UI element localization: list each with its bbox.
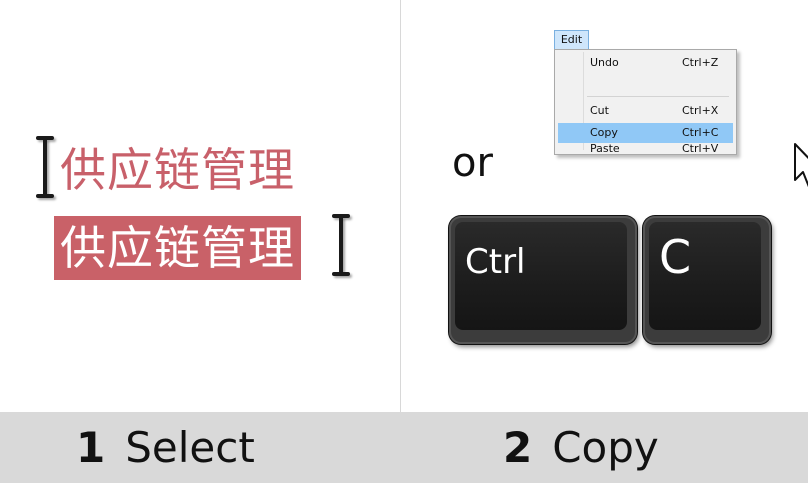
steps-footer: 1 Select 2 Copy — [0, 412, 808, 483]
menu-item-label: Paste — [590, 142, 620, 155]
mouse-pointer-icon — [794, 143, 808, 188]
edit-menu-dropdown: Undo Ctrl+Z Cut Ctrl+X Copy Ctrl+C Paste… — [554, 49, 737, 155]
ctrl-key-label: Ctrl — [465, 242, 526, 282]
panel-divider — [400, 0, 401, 412]
menu-item-label: Undo — [590, 56, 619, 69]
c-key: C — [643, 216, 771, 344]
edit-menu-title[interactable]: Edit — [554, 30, 589, 50]
step-number: 2 — [503, 423, 533, 472]
text-cursor-icon — [332, 214, 350, 276]
menu-item-label: Copy — [590, 126, 618, 139]
menu-item-shortcut: Ctrl+C — [682, 126, 719, 139]
menu-item-undo[interactable]: Undo Ctrl+Z — [558, 53, 733, 73]
menu-item-copy[interactable]: Copy Ctrl+C — [558, 123, 733, 143]
step-copy: 2 Copy — [503, 412, 659, 483]
select-panel: 供应链管理 供应链管理 — [0, 0, 400, 412]
step-select: 1 Select — [76, 412, 255, 483]
menu-separator — [587, 96, 729, 97]
menu-item-paste[interactable]: Paste Ctrl+V — [558, 142, 733, 155]
or-label: or — [452, 140, 493, 186]
menu-item-shortcut: Ctrl+X — [682, 104, 719, 117]
c-key-label: C — [659, 230, 692, 284]
step-label: Copy — [552, 423, 659, 472]
unselected-text[interactable]: 供应链管理 — [60, 143, 295, 197]
menu-item-label: Cut — [590, 104, 609, 117]
menu-gutter — [583, 52, 584, 150]
menu-item-cut[interactable]: Cut Ctrl+X — [558, 101, 733, 121]
menu-item-shortcut: Ctrl+V — [682, 142, 719, 155]
copy-panel: or Edit Undo Ctrl+Z Cut Ctrl+X Copy Ctrl… — [401, 0, 808, 412]
ctrl-key: Ctrl — [449, 216, 637, 344]
selected-text[interactable]: 供应链管理 — [54, 216, 301, 280]
step-number: 1 — [76, 423, 106, 472]
step-label: Select — [125, 423, 255, 472]
menu-item-shortcut: Ctrl+Z — [682, 56, 719, 69]
text-cursor-icon — [36, 136, 54, 198]
